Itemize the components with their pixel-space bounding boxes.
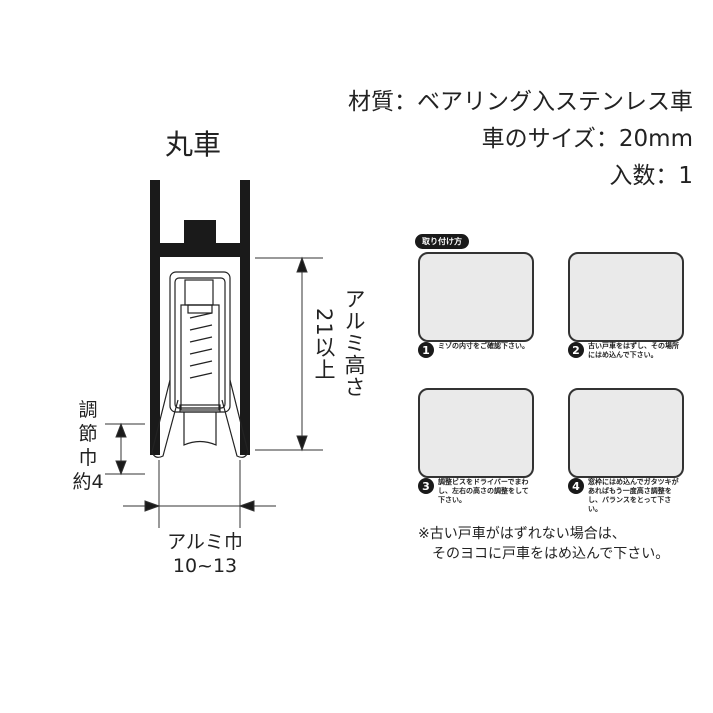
step-number-2: 2: [568, 342, 584, 358]
step-number-3: 3: [418, 478, 434, 494]
step-1: 1 ミゾの内寸をご確認下さい。: [418, 342, 534, 358]
step-2-illustration: [568, 252, 684, 342]
step-text-1: ミゾの内寸をご確認下さい。: [438, 342, 529, 350]
diagram-title: 丸車: [165, 128, 222, 161]
adjust-label-3: 巾: [78, 447, 98, 469]
spec-quantity: 入数：1: [609, 163, 693, 189]
note-line-2: そのヨコに戸車をはめ込んで下さい。: [432, 546, 670, 562]
step-text-3: 調整ビスをドライバーでまわし、左右の高さの調整をして下さい。: [438, 478, 529, 504]
step-number-1: 1: [418, 342, 434, 358]
step-text-4: 窓枠にはめ込んでガタツキがあればもう一度高さ調整をし、バランスをとって下さい。: [588, 478, 679, 513]
step-1-illustration: [418, 252, 534, 342]
adjust-label-1: 調: [78, 399, 98, 421]
adjust-label-4: 約4: [72, 471, 104, 493]
spec-material: 材質：ベアリング入ステンレス車: [348, 89, 693, 115]
step-4: 4 窓枠にはめ込んでガタツキがあればもう一度高さ調整をし、バランスをとって下さい…: [568, 478, 684, 514]
width-label: アルミ巾 10~13: [140, 530, 270, 578]
height-label-text: アルミ高さ: [342, 288, 366, 398]
instructions-heading: 取り付け方: [415, 234, 469, 249]
step-3: 3 調整ビスをドライバーでまわし、左右の高さの調整をして下さい。: [418, 478, 534, 505]
spec-wheel-size: 車のサイズ：20mm: [481, 126, 693, 152]
adjust-label: 調 節 巾 約4: [68, 398, 108, 494]
step-2: 2 古い戸車をはずし、その場所にはめ込んで下さい。: [568, 342, 684, 360]
adjust-label-2: 節: [78, 423, 98, 445]
height-label-value: 21以上: [312, 308, 336, 381]
step-4-illustration: [568, 388, 684, 478]
step-3-illustration: [418, 388, 534, 478]
step-text-2: 古い戸車をはずし、その場所にはめ込んで下さい。: [588, 342, 679, 359]
installation-note: ※古い戸車がはずれない場合は、 そのヨコに戸車をはめ込んで下さい。: [418, 524, 669, 564]
width-label-text: アルミ巾: [167, 531, 243, 553]
note-line-1: ※古い戸車がはずれない場合は、: [418, 526, 626, 542]
width-label-value: 10~13: [172, 555, 238, 577]
step-number-4: 4: [568, 478, 584, 494]
